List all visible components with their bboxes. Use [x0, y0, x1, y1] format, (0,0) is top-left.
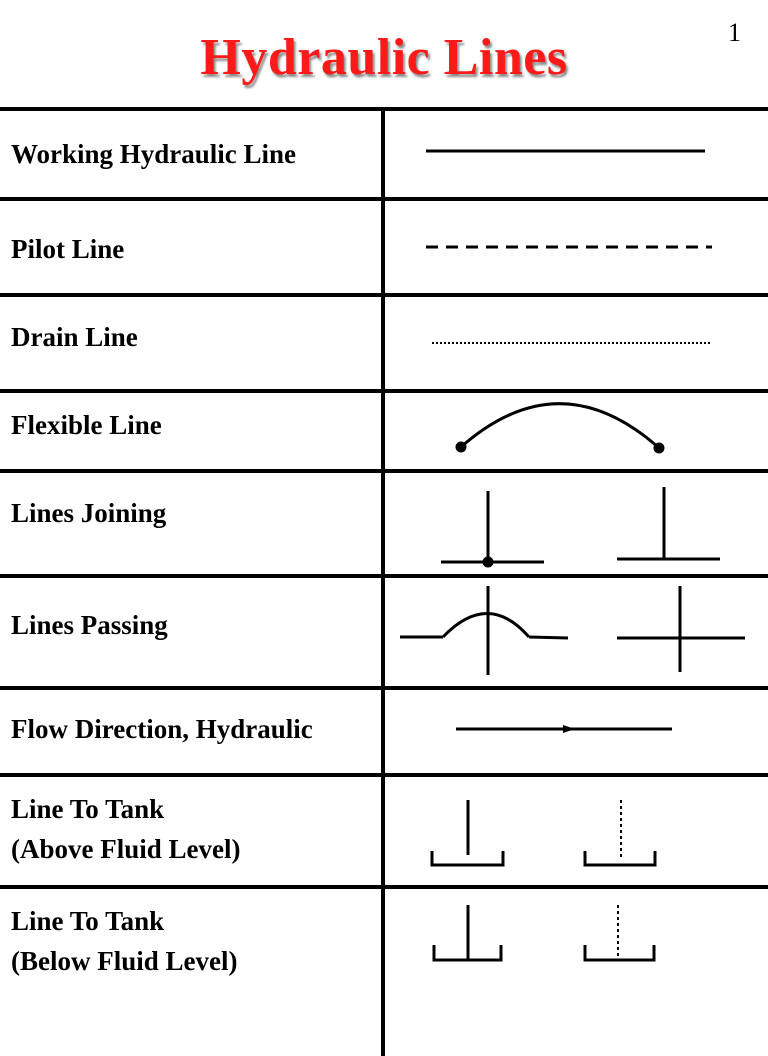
lines-passing-symbol — [400, 586, 745, 675]
table-divider — [0, 107, 768, 111]
column-divider — [381, 110, 385, 1056]
row-label-lines-passing: Lines Passing — [11, 610, 168, 640]
row-label-line-to-tank-below: Line To Tank — [11, 906, 165, 936]
flow-direction-arrow-symbol — [456, 725, 672, 733]
row-label-pilot-line: Pilot Line — [11, 234, 125, 264]
row-label-flow-direction: Flow Direction, Hydraulic — [11, 714, 313, 744]
row-label-line-to-tank-below-sub: (Below Fluid Level) — [11, 946, 238, 976]
flexible-line-symbol — [455, 402, 665, 454]
page-number: 1 — [728, 18, 741, 47]
row-label-line-to-tank-above: Line To Tank — [11, 794, 165, 824]
line-to-tank-below-symbol — [432, 905, 656, 962]
row-label-flexible-line: Flexible Line — [11, 410, 162, 440]
lines-joining-symbol — [441, 487, 720, 568]
row-label-line-to-tank-above-sub: (Above Fluid Level) — [11, 834, 241, 864]
line-to-tank-above-symbol — [430, 800, 657, 867]
row-label-lines-joining: Lines Joining — [11, 498, 167, 528]
row-label-working-hydraulic-line: Working Hydraulic Line — [11, 139, 297, 169]
page-title: Hydraulic Lines — [200, 29, 568, 86]
row-label-drain-line: Drain Line — [11, 322, 138, 352]
